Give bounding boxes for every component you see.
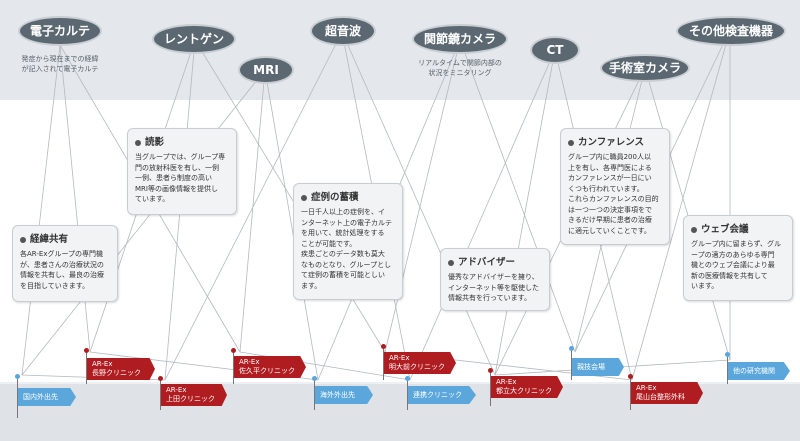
flag-pole [86, 352, 87, 384]
flag-knob [628, 374, 633, 379]
flag-overseas: 海外外出先 [315, 386, 373, 404]
connection-line [631, 29, 731, 381]
connection-line [459, 39, 576, 353]
device-band [0, 0, 800, 100]
flag-pole [571, 350, 572, 380]
flag-partner: 連携クリニック [408, 386, 476, 404]
flag-knob [15, 374, 20, 379]
connection-line [264, 69, 319, 381]
flag-conference-hall: 親技会場 [572, 358, 624, 376]
device-arthroscope-desc: リアルタイムで関節内部の状況をミニタリング [418, 59, 502, 77]
device-mri: MRI [238, 56, 294, 84]
bullet-icon [691, 226, 697, 233]
connection-line [164, 31, 343, 381]
flag-pole [314, 380, 315, 410]
box-imaging: 読影 当グループでは、グループ専 門の放射科医を有し、一例 一例、患者ら制度の高… [127, 128, 237, 215]
flag-research: 他の研究機関 [728, 362, 790, 380]
flag-knob [488, 368, 493, 373]
flag-pole [490, 372, 491, 406]
device-ct: CT [530, 36, 580, 64]
connection-line [409, 49, 556, 381]
flag-pole [630, 378, 631, 410]
flag-knob [381, 344, 386, 349]
flag-knob [405, 376, 410, 381]
bullet-icon [135, 139, 141, 146]
flag-pole [727, 356, 728, 384]
box-history: 経緯共有 各AR-Exグループの専門機 が、患者さんの治療状況の 情報を共有し、… [12, 225, 118, 302]
connection-line [384, 39, 461, 353]
flag-knob [231, 348, 236, 353]
flag-knob [84, 348, 89, 353]
connection-line [194, 39, 386, 353]
flag-pole [383, 348, 384, 380]
box-conference: カンファレンス グループ内に職員200人以 上を有し、各専門医による カンファレ… [560, 128, 670, 245]
bullet-icon [301, 194, 307, 201]
box-advisor: アドバイザー 優秀なアドバイザーを擁り、 インターネット等を駆使した 情報共有を… [440, 248, 550, 311]
device-or-camera: 手術室カメラ [600, 54, 690, 82]
flag-knob [158, 376, 163, 381]
connection-line [21, 69, 266, 376]
device-arthroscope: 関節鏡カメラ [412, 24, 508, 54]
connection-line [21, 44, 61, 376]
flag-knob [569, 346, 574, 351]
connection-line [341, 31, 496, 376]
device-other: その他検査機器 [676, 16, 786, 46]
bullet-icon [568, 139, 574, 146]
device-xray: レントゲン [152, 24, 236, 54]
bullet-icon [448, 259, 454, 266]
flag-knob [312, 376, 317, 381]
box-webconf: ウェブ会議 グループ内に留まらず、グル ープの適方のあらゆる専門 機とのウェブ会… [683, 215, 793, 301]
flag-knob [725, 352, 730, 357]
box-cases: 症例の蓄積 一日千人以上の症例を、イ ンターネット上の電子カルテ を用いて、統計… [293, 183, 403, 300]
device-ehr-desc: 発症から現在までの経緯が記入されて電子カルテ [21, 55, 99, 73]
connection-line [494, 49, 556, 376]
flag-pole [233, 352, 234, 384]
connection-line [59, 44, 91, 353]
connection-line [644, 67, 731, 361]
flag-pole [17, 378, 18, 418]
flag-pole [160, 380, 161, 410]
connection-line [239, 69, 266, 353]
device-ehr: 電子カルテ [18, 16, 102, 46]
flag-domestic: 国内外出先 [18, 388, 76, 406]
flag-pole [407, 380, 408, 410]
device-ultrasound: 超音波 [310, 16, 376, 46]
bullet-icon [20, 236, 26, 243]
